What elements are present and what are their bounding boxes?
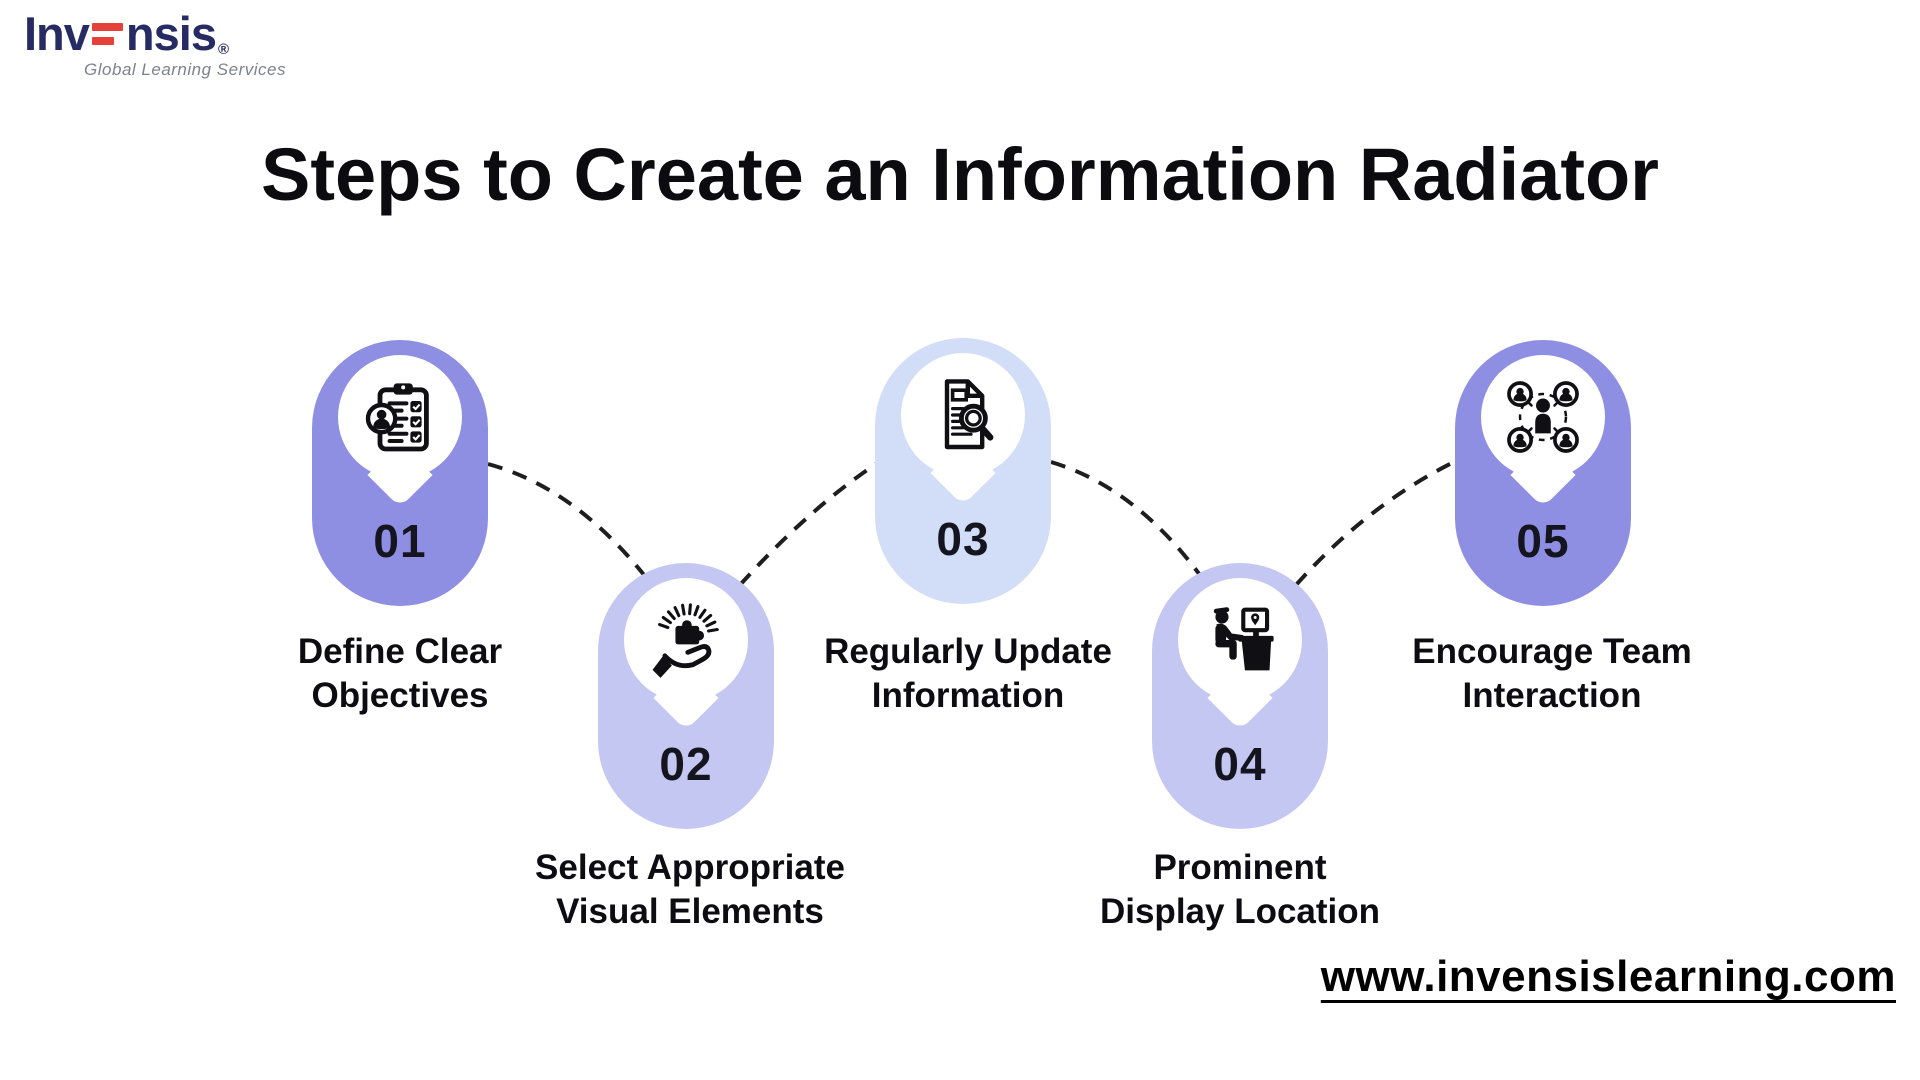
connector-2-3	[738, 456, 887, 587]
step-label-line: Display Location	[1099, 892, 1381, 932]
logo-text-right: nsis	[125, 7, 217, 60]
registered-mark: ®	[217, 41, 229, 58]
person-desk-icon	[1213, 607, 1274, 671]
step-label-04: Prominent Display Location	[1010, 846, 1470, 935]
step-pill-02: 02	[598, 563, 774, 829]
step-number: 02	[659, 738, 713, 790]
invensis-logo: Inv nsis ® Global Learning Services	[24, 10, 304, 80]
website-link[interactable]: www.invensislearning.com	[1320, 952, 1896, 1001]
step-pill-05: 05	[1455, 340, 1631, 606]
step-number: 01	[373, 515, 427, 567]
page-title: Steps to Create an Information Radiator	[261, 133, 1659, 216]
document-magnifier-icon	[944, 379, 994, 450]
pin-circle	[1178, 578, 1302, 702]
step-number: 03	[936, 513, 990, 565]
step-label-01: Define Clear Objectives	[170, 630, 630, 719]
step-label-line: Information	[871, 676, 1065, 716]
step-label-line: Visual Elements	[556, 892, 824, 932]
step-label-05: Encourage Team Interaction	[1322, 630, 1782, 719]
step-number: 05	[1516, 515, 1570, 567]
step-label-line: Interaction	[1462, 676, 1642, 716]
logo-wordmark: Inv nsis ®	[24, 10, 304, 57]
connector-4-5	[1294, 456, 1463, 587]
step-pill-01: 01	[312, 340, 488, 606]
pin-circle	[901, 353, 1025, 477]
step-pill-03: 03	[875, 338, 1051, 604]
connector-1-2	[487, 462, 650, 582]
clipboard-checklist-icon	[365, 383, 429, 452]
logo-e-icon	[91, 14, 123, 54]
step-label-line: Define Clear	[297, 632, 503, 671]
pin-circle	[1481, 355, 1605, 479]
step-label-line: Prominent	[1153, 848, 1327, 887]
hand-puzzle-icon	[652, 603, 719, 678]
logo-tagline: Global Learning Services	[84, 60, 286, 79]
step-label-line: Select Appropriate	[535, 848, 845, 887]
connector-3-4	[1050, 460, 1207, 584]
pin-circle	[338, 355, 462, 479]
step-pill-04: 04	[1152, 563, 1328, 829]
pin-circle	[624, 578, 748, 702]
logo-text-left: Inv	[24, 7, 90, 60]
step-label-03: Regularly Update Information	[738, 630, 1198, 719]
step-label-line: Objectives	[311, 676, 489, 716]
step-label-line: Encourage Team	[1412, 632, 1692, 671]
step-label-02: Select Appropriate Visual Elements	[460, 846, 920, 935]
step-label-line: Regularly Update	[824, 632, 1112, 671]
team-interaction-icon	[1507, 381, 1579, 453]
step-number: 04	[1213, 738, 1267, 790]
